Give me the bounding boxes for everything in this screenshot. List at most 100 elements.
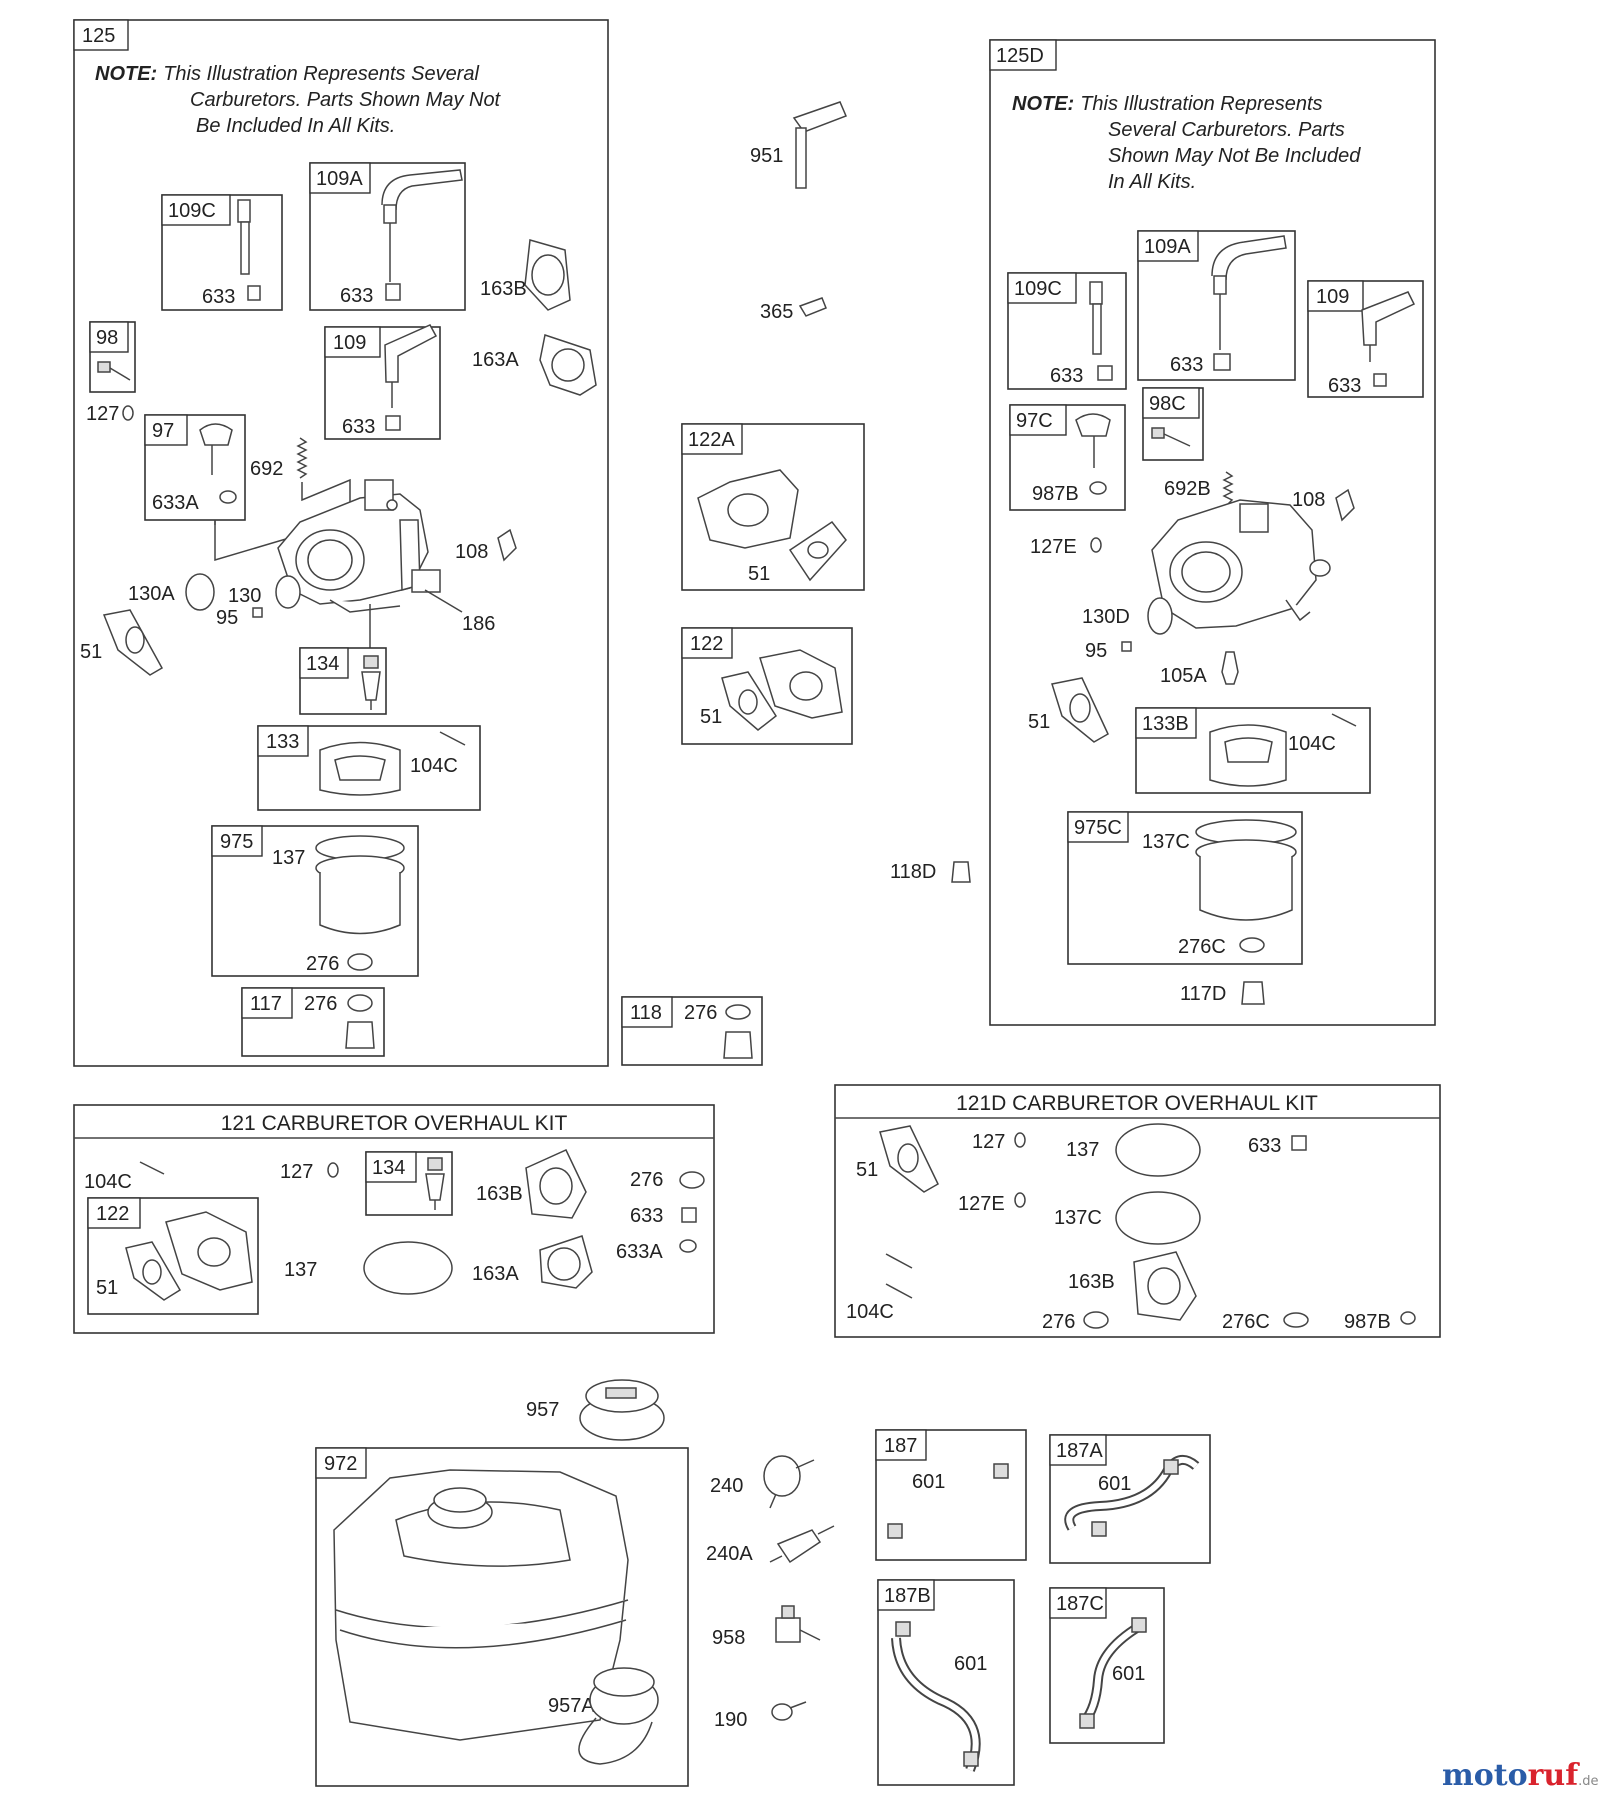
- o-ring-137-icon: [1115, 1123, 1201, 1177]
- plate-130-icon: [275, 575, 301, 609]
- pin-104c-icon: [885, 1253, 913, 1269]
- label-51: 51: [856, 1159, 878, 1181]
- label-51: 51: [96, 1277, 118, 1299]
- screw-98c-icon: [1151, 427, 1191, 447]
- tab-109c: 109C: [168, 200, 216, 222]
- tab-117: 117: [250, 993, 282, 1015]
- label-633: 633: [1328, 375, 1361, 397]
- tab-133b: 133B: [1142, 713, 1189, 735]
- gasket-51-icon: [721, 671, 777, 731]
- tab-122a: 122A: [688, 429, 735, 451]
- tab-109c: 109C: [1014, 278, 1062, 300]
- note-line: Several Carburetors. Parts: [1108, 119, 1345, 141]
- washer-276-icon: [725, 1004, 751, 1020]
- label-127: 127: [972, 1131, 1005, 1153]
- plate-108-icon: [497, 528, 517, 562]
- screw-95-icon: [1121, 641, 1132, 652]
- pin-104c-icon: [439, 731, 466, 746]
- label-127: 127: [280, 1161, 313, 1183]
- fuel-filter-240-icon: [763, 1455, 815, 1509]
- label-95: 95: [216, 607, 238, 629]
- label-137: 137: [284, 1259, 317, 1281]
- tab-187: 187: [884, 1435, 917, 1457]
- label-130d: 130D: [1082, 606, 1130, 628]
- middle-column: 951 365 122A 51 122 51: [621, 101, 971, 1066]
- float-133-icon: [319, 741, 401, 796]
- carburetor-body-icon: [277, 479, 441, 613]
- label-51: 51: [80, 641, 102, 663]
- float-needle-134-icon: [361, 655, 381, 710]
- valve-97-icon: [199, 423, 233, 475]
- part-951-icon: [792, 101, 847, 189]
- label-601: 601: [1098, 1473, 1131, 1495]
- label-117d: 117D: [1180, 983, 1226, 1005]
- label-51: 51: [748, 563, 770, 585]
- label-633: 633: [1050, 365, 1083, 387]
- o-ring-icon: [681, 1207, 697, 1223]
- group-125: 125 NOTE:This Illustration Represents Se…: [73, 19, 609, 1067]
- needle-valve-109a-icon: [1211, 235, 1287, 350]
- fuel-line-187-icon: [887, 1463, 1009, 1539]
- bowl-nut-118-icon: [723, 1031, 753, 1059]
- label-365: 365: [760, 301, 793, 323]
- kit-121d-title: 121D CARBURETOR OVERHAUL KIT: [956, 1092, 1318, 1115]
- label-633a: 633A: [616, 1241, 663, 1263]
- o-ring-icon: [1213, 353, 1231, 371]
- tab-972: 972: [324, 1453, 357, 1475]
- float-bowl-975c-icon: [1195, 819, 1297, 921]
- tab-187b: 187B: [884, 1585, 931, 1607]
- spring-icon: [327, 1162, 339, 1178]
- pin-104c-icon: [139, 1161, 165, 1175]
- label-137: 137: [272, 847, 305, 869]
- label-633: 633: [342, 416, 375, 438]
- tab-134: 134: [306, 653, 339, 675]
- label-692b: 692B: [1164, 478, 1211, 500]
- label-633a: 633A: [152, 492, 199, 514]
- gasket-163a-icon: [539, 334, 597, 396]
- tab-109a: 109A: [1144, 236, 1191, 258]
- plate-130d-icon: [1147, 597, 1173, 635]
- label-127e: 127E: [958, 1193, 1005, 1215]
- gasket-51-icon: [879, 1125, 939, 1193]
- label-601: 601: [912, 1471, 945, 1493]
- label-692: 692: [250, 458, 283, 480]
- kit-121d: 121D CARBURETOR OVERHAUL KIT 51 127 137 …: [834, 1084, 1441, 1338]
- washer-icon: [1400, 1311, 1416, 1325]
- fuel-tank-area: 957 972 957A 240 240A: [315, 1379, 1211, 1787]
- shutoff-valve-958-icon: [775, 1605, 821, 1643]
- washer-276c-icon: [1239, 937, 1265, 953]
- gasket-163a-icon: [539, 1235, 593, 1289]
- label-958: 958: [712, 1627, 745, 1649]
- washer-276c-icon: [1283, 1312, 1309, 1328]
- label-276: 276: [684, 1002, 717, 1024]
- label-105a: 105A: [1160, 665, 1207, 687]
- fuel-line-187a-icon: [1064, 1455, 1200, 1537]
- part-365-icon: [798, 297, 827, 317]
- watermark-logo: motoruf.de: [1442, 1758, 1599, 1793]
- tab-975c: 975C: [1074, 817, 1122, 839]
- tab-109: 109: [1316, 286, 1349, 308]
- note-line: Be Included In All Kits.: [196, 115, 395, 137]
- spring-icon: [1090, 537, 1102, 553]
- label-601: 601: [1112, 1663, 1145, 1685]
- fuel-line-187b-icon: [891, 1621, 981, 1772]
- o-ring-icon: [1373, 373, 1387, 387]
- tab-98: 98: [96, 327, 118, 349]
- kit-121: 121 CARBURETOR OVERHAUL KIT 104C 122 51 …: [73, 1104, 715, 1334]
- label-276: 276: [306, 953, 339, 975]
- gasket-51-icon: [1051, 677, 1109, 743]
- label-130a: 130A: [128, 583, 175, 605]
- label-163a: 163A: [472, 1263, 519, 1285]
- note-line: In All Kits.: [1108, 171, 1196, 193]
- adapter-122a-icon: [697, 469, 799, 549]
- kit-121-title: 121 CARBURETOR OVERHAUL KIT: [221, 1112, 568, 1135]
- washer-276-icon: [1083, 1311, 1109, 1329]
- label-163b: 163B: [1068, 1271, 1115, 1293]
- tab-122: 122: [96, 1203, 129, 1225]
- valve-97c-icon: [1075, 413, 1111, 468]
- pin-104c-icon: [885, 1283, 913, 1299]
- label-127: 127: [86, 403, 119, 425]
- needle-valve-109a-icon: [381, 169, 463, 282]
- label-163a: 163A: [472, 349, 519, 371]
